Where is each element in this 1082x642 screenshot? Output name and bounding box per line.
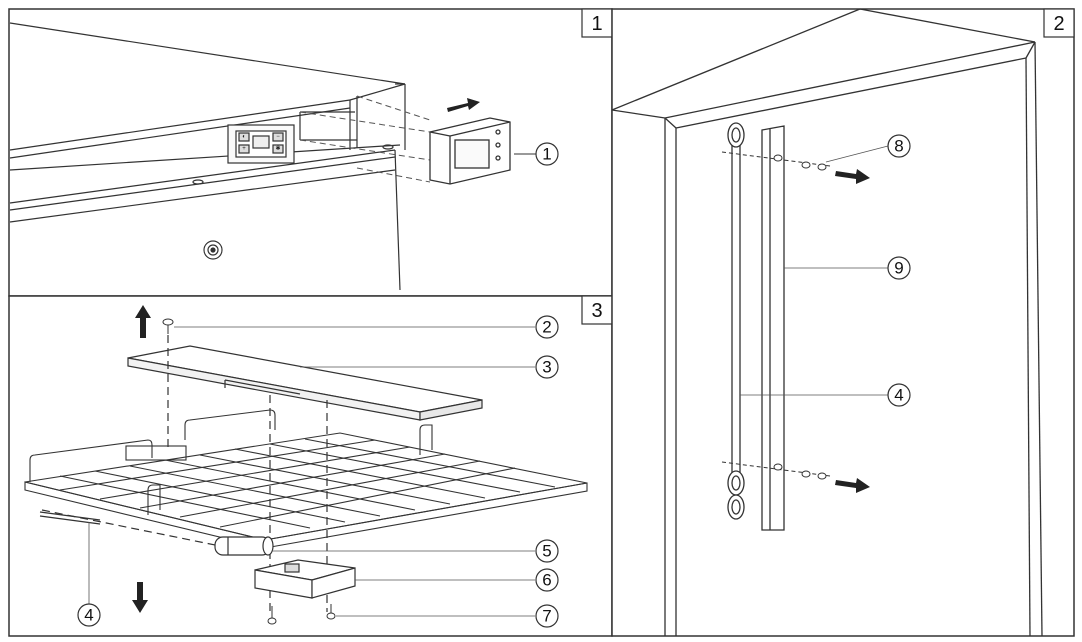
mounting-bracket	[254, 559, 356, 599]
arrow-down-icon	[132, 582, 148, 613]
handle-screws-top	[721, 151, 831, 171]
callout-8-leader	[825, 145, 889, 163]
panel-1-number-box	[581, 8, 613, 38]
door-illustration	[611, 8, 1043, 637]
callout-3-label: 3	[542, 358, 551, 377]
screw-bottom-icons	[267, 604, 336, 625]
callout-4a-circle	[77, 603, 101, 627]
callout-5-label: 5	[542, 542, 551, 561]
callout-2-label: 2	[542, 318, 551, 337]
callout-4b-label: 4	[894, 386, 903, 405]
panel-2-number-box	[1043, 8, 1075, 38]
callout-6-circle	[535, 568, 559, 592]
panel-1: 1	[8, 8, 613, 297]
thermo-symbol-4: ✱	[275, 145, 280, 152]
callout-5-circle	[535, 539, 559, 563]
panel-3-number: 3	[591, 300, 602, 322]
callout-4a-label: 4	[84, 606, 93, 625]
thermo-symbol-3: −	[276, 134, 280, 140]
removal-guide-lines	[299, 95, 431, 183]
cabinet-top-illustration	[9, 22, 406, 291]
callout-1-circle	[535, 142, 559, 166]
callout-3-circle	[535, 355, 559, 379]
removed-control-module	[429, 117, 511, 185]
sensor-cylinder	[214, 536, 274, 556]
callout-7-circle	[535, 604, 559, 628]
thermo-symbol-1: ◐	[242, 134, 246, 140]
wire-shelf	[24, 409, 588, 549]
installed-control-panel	[227, 124, 295, 164]
handle-screws-bottom	[721, 461, 831, 480]
screw-top-icon	[162, 318, 174, 334]
cover-plate	[127, 345, 483, 421]
callout-2-circle	[535, 315, 559, 339]
arrow-up-icon	[135, 305, 151, 338]
panel-1-frame	[8, 8, 613, 297]
door-handle	[727, 122, 785, 531]
arrow-right-icon	[447, 98, 480, 112]
drain-plug-icon	[203, 240, 223, 260]
callout-6-label: 6	[542, 571, 551, 590]
arrow-right-bottom-icon	[835, 478, 870, 493]
arrow-right-top-icon	[835, 169, 870, 184]
panel-3-number-box	[581, 295, 613, 325]
callout-9-label: 9	[894, 259, 903, 278]
panel-2-frame	[611, 8, 1075, 637]
thermo-symbol-2: +	[242, 146, 246, 152]
callout-9-circle	[887, 256, 911, 280]
callout-8-circle	[887, 134, 911, 158]
panel-2-number: 2	[1053, 13, 1064, 35]
callout-7-label: 7	[542, 607, 551, 626]
panel-2: 2	[611, 8, 1075, 637]
panel-1-number: 1	[591, 13, 602, 35]
handle-rod	[39, 511, 101, 525]
panel-3: 3	[8, 295, 613, 637]
callout-1-label: 1	[542, 145, 551, 164]
callout-8-label: 8	[894, 137, 903, 156]
callout-4b-circle	[887, 383, 911, 407]
